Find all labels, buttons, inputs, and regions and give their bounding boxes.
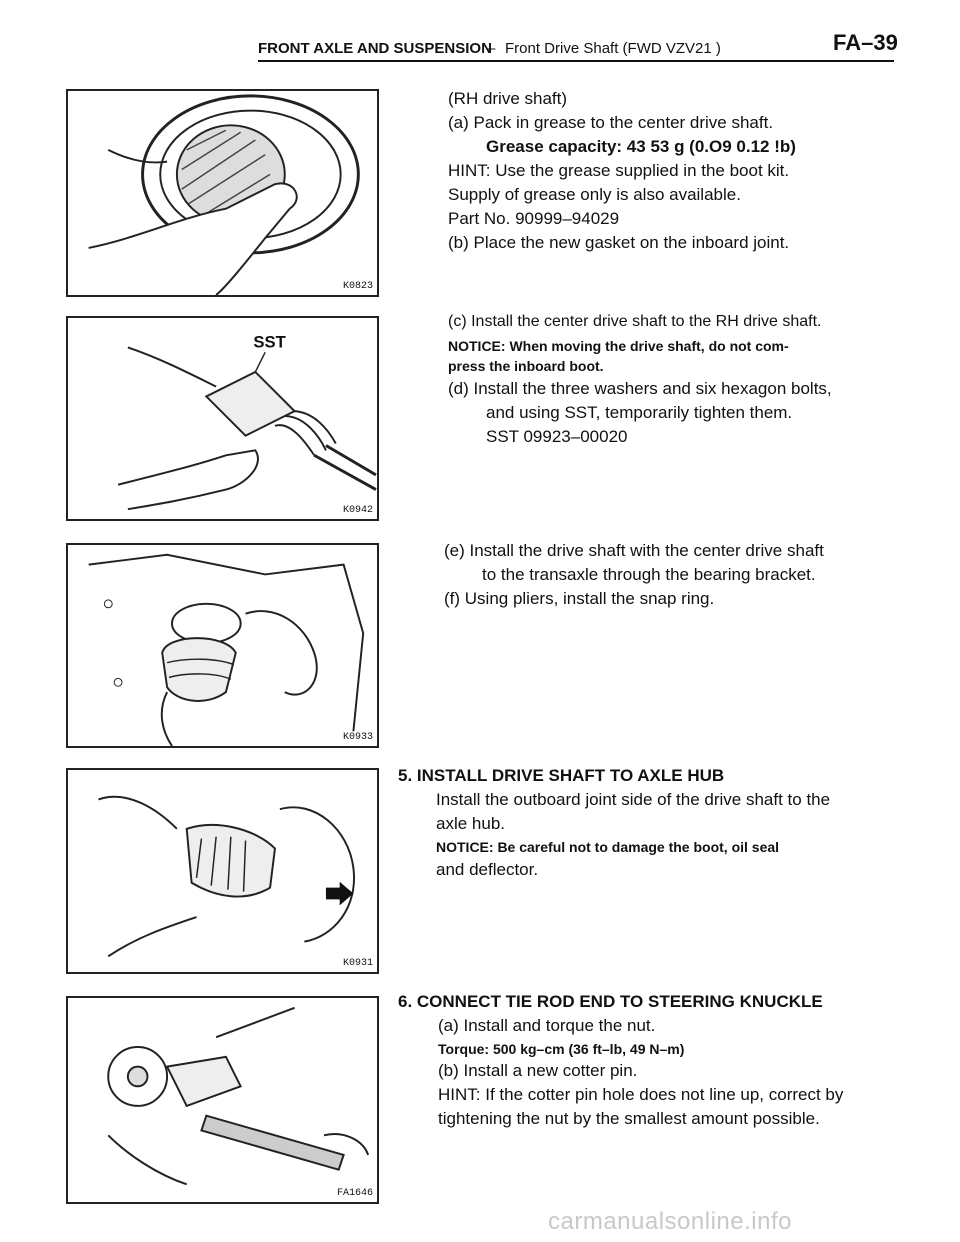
torque-spec: Torque: 500 kg–cm (36 ft–lb, 49 N–m) [438, 1041, 685, 1057]
figure-code: FA1646 [336, 1188, 373, 1199]
part-number: Part No. 90999–94029 [448, 209, 620, 228]
hint: HINT: If the cotter pin hole does not li… [438, 1085, 844, 1104]
header-rule [258, 60, 894, 62]
instruction: and using SST, temporarily tighten them. [486, 403, 793, 422]
hint: tightening the nut by the smallest amoun… [438, 1109, 820, 1128]
instruction: Install the outboard joint side of the d… [436, 790, 831, 809]
notice: NOTICE: Be careful not to damage the boo… [436, 839, 780, 855]
axle-hub-install-illustration-icon [98, 795, 356, 958]
instruction: axle hub. [436, 814, 505, 833]
instruction: (d) Install the three washers and six he… [448, 379, 832, 398]
step-heading: 6. CONNECT TIE ROD END TO STEERING KNUCK… [398, 992, 823, 1011]
instruction: (b) Install a new cotter pin. [438, 1061, 638, 1080]
page-header: FRONT AXLE AND SUSPENSION – Front Drive … [0, 0, 960, 62]
sst-label: SST [253, 332, 285, 351]
watermark: carmanualsonline.info [548, 1208, 792, 1235]
notice: press the inboard boot. [448, 358, 604, 374]
instruction: (c) Install the center drive shaft to th… [448, 313, 822, 330]
grease-packing-illustration-icon [88, 94, 360, 295]
header-dash: – [487, 40, 496, 57]
sst-number: SST 09923–00020 [486, 427, 628, 446]
sst-center-shaft-illustration-icon: SST [117, 332, 377, 511]
instruction: (a) Pack in grease to the center drive s… [448, 113, 774, 132]
figure-transaxle-install: K0933 [66, 543, 379, 748]
spec: Grease capacity: 43 53 g (0.O9 0.12 !b) [486, 137, 796, 156]
section-title: FRONT AXLE AND SUSPENSION [258, 40, 492, 57]
figure-grease-packing: K0823 [66, 89, 379, 297]
figure-code: K0931 [342, 958, 373, 969]
figure-code: K0823 [342, 281, 373, 292]
hint: Supply of grease only is also available. [448, 185, 741, 204]
instruction: to the transaxle through the bearing bra… [482, 565, 816, 584]
figure-code: K0933 [342, 732, 373, 743]
hint: HINT: Use the grease supplied in the boo… [448, 161, 790, 180]
instruction: (b) Place the new gasket on the inboard … [448, 233, 790, 252]
tie-rod-torque-illustration-icon [107, 1006, 370, 1186]
figure-code: K0942 [342, 505, 373, 516]
transaxle-install-illustration-icon [88, 553, 365, 746]
subheading: (RH drive shaft) [448, 89, 568, 108]
figure-sst-center-shaft: SST K0942 [66, 316, 379, 521]
figure-tie-rod-torque: FA1646 [66, 996, 379, 1204]
figure-axle-hub-install: K0931 [66, 768, 379, 974]
notice: NOTICE: When moving the drive shaft, do … [448, 338, 789, 354]
step-heading: 5. INSTALL DRIVE SHAFT TO AXLE HUB [398, 766, 725, 785]
instruction: (f) Using pliers, install the snap ring. [444, 589, 715, 608]
subsection-title: Front Drive Shaft (FWD VZV21 ) [505, 40, 721, 57]
instruction: (a) Install and torque the nut. [438, 1016, 656, 1035]
notice-continued: and deflector. [436, 860, 539, 879]
instruction: (e) Install the drive shaft with the cen… [444, 541, 824, 560]
page-number: FA–39 [833, 30, 898, 55]
